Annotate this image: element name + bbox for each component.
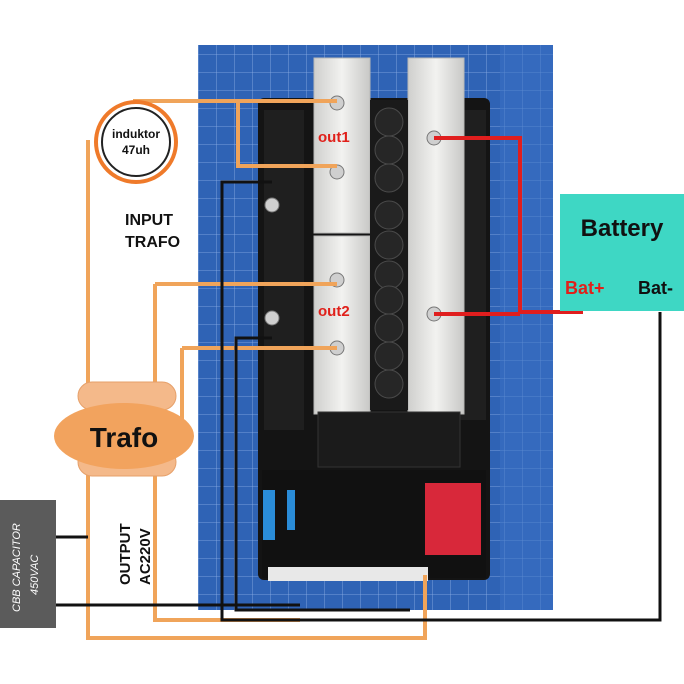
battery-label: Battery bbox=[581, 215, 664, 242]
battery-box-icon bbox=[560, 194, 684, 311]
control-module-red bbox=[425, 483, 481, 555]
input-trafo-label-line1: INPUT bbox=[125, 212, 173, 229]
transformer-icon bbox=[54, 381, 194, 477]
connector-row bbox=[268, 567, 428, 581]
out1-label: out1 bbox=[318, 129, 350, 146]
inductor-label-line2: 47uh bbox=[122, 143, 150, 157]
inductor-ring-icon bbox=[94, 100, 178, 184]
output-label-line1: OUTPUT bbox=[117, 523, 134, 585]
capacitor-box-icon bbox=[0, 500, 56, 628]
trafo-label: Trafo bbox=[90, 422, 158, 453]
inductor-label-line1: induktor bbox=[112, 127, 160, 141]
board-strip-left bbox=[264, 110, 304, 430]
black-wires bbox=[55, 180, 662, 622]
potentiometer-2 bbox=[287, 490, 295, 530]
bat-minus-label: Bat- bbox=[638, 278, 673, 298]
output-label-line2: AC220V bbox=[137, 528, 154, 585]
heatsink-right bbox=[407, 57, 465, 415]
cooling-fan bbox=[317, 411, 461, 468]
capacitor-label-line1: CBB CAPACITOR bbox=[11, 523, 23, 612]
out2-label: out2 bbox=[318, 303, 350, 320]
heatsink-left-bottom bbox=[313, 235, 371, 415]
bat-plus-label: Bat+ bbox=[565, 278, 605, 298]
capacitor-bank bbox=[374, 107, 404, 399]
input-trafo-label-line2: TRAFO bbox=[125, 234, 180, 251]
potentiometer-1 bbox=[263, 490, 275, 540]
mat-edge-light bbox=[500, 45, 553, 610]
capacitor-label-line2: 450VAC bbox=[29, 555, 41, 595]
